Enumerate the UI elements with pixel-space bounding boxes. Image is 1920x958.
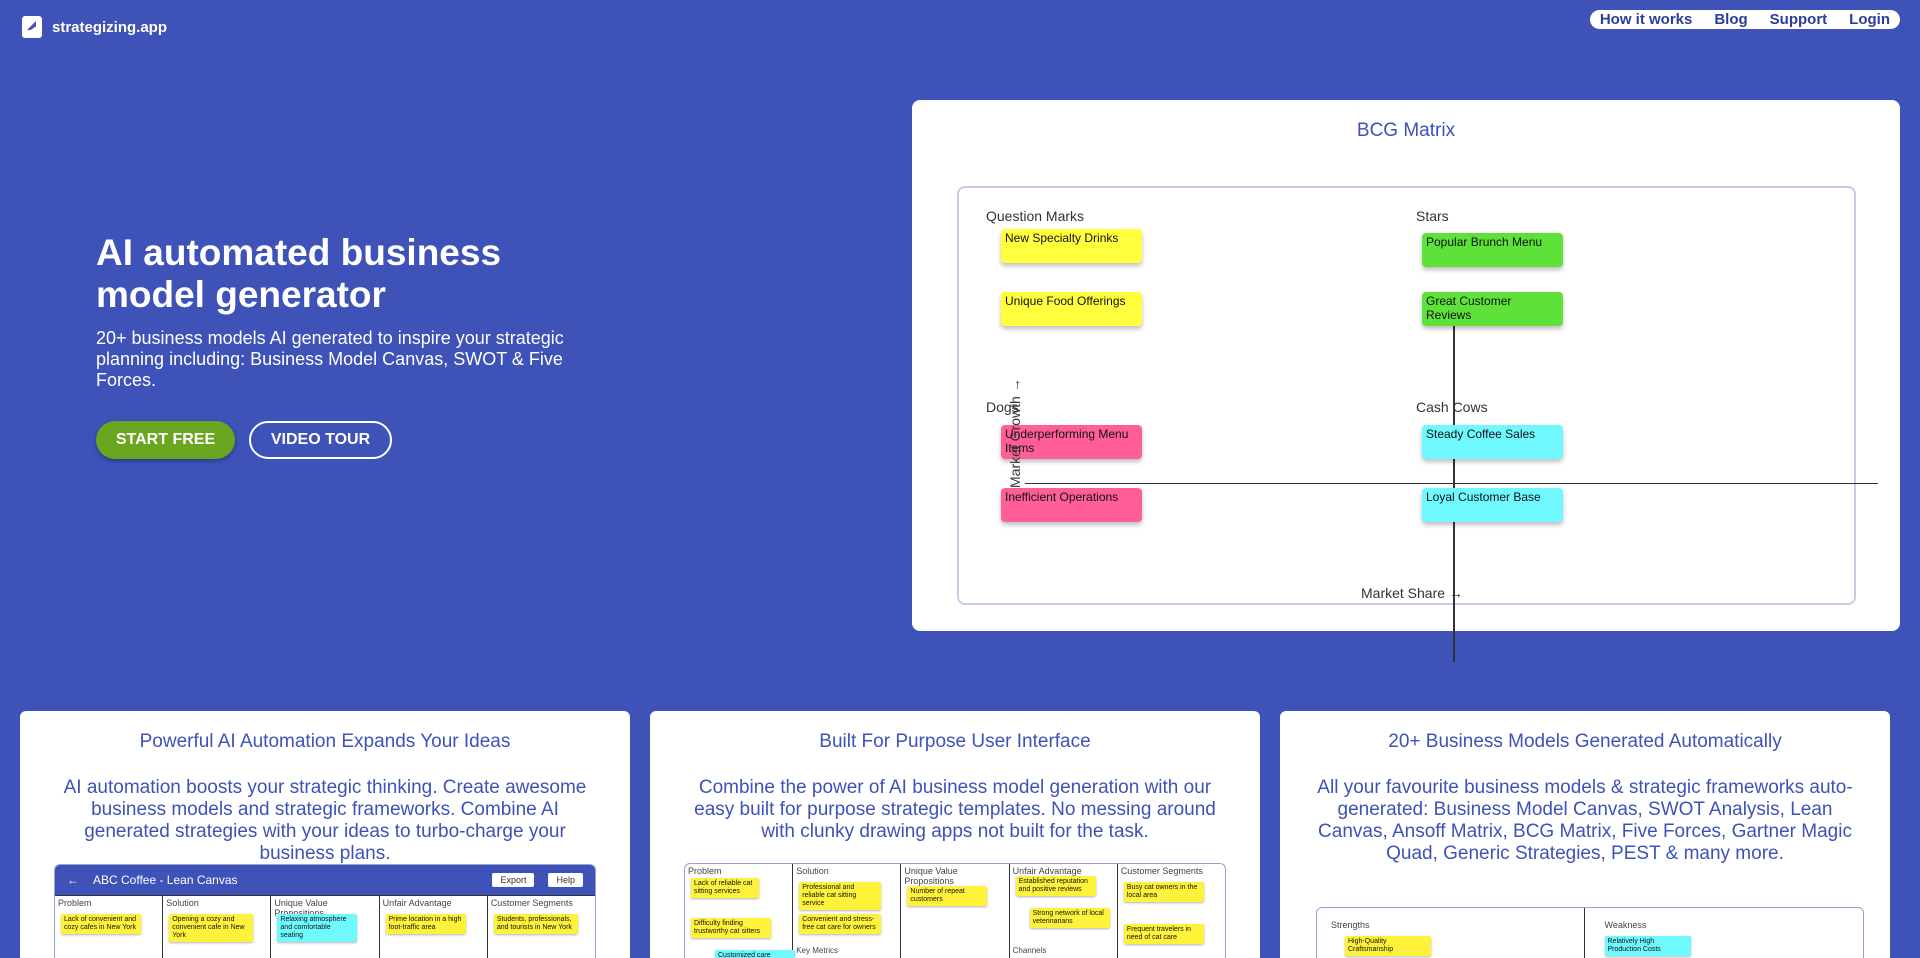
preview-column: Weakness Relatively High Production Cost… xyxy=(1585,908,1864,958)
sticky-note[interactable]: Loyal Customer Base xyxy=(1422,488,1563,522)
feature-text: AI automation boosts your strategic thin… xyxy=(63,777,587,864)
sticky-note[interactable]: Popular Brunch Menu xyxy=(1422,233,1563,267)
quadrant-label-stars: Stars xyxy=(1416,208,1449,224)
help-button: Help xyxy=(548,873,583,887)
brand-name: strategizing.app xyxy=(52,18,168,36)
sticky-note[interactable]: Steady Coffee Sales xyxy=(1422,425,1563,459)
mini-note: Established reputation and positive revi… xyxy=(1015,876,1096,896)
preview-column: Unfair Advantage Established reputation … xyxy=(1010,864,1118,958)
feature-text: All your favourite business models & str… xyxy=(1317,777,1853,864)
mini-note: Prime location in a high foot-traffic ar… xyxy=(385,914,466,934)
hero-subtitle: 20+ business models AI generated to insp… xyxy=(96,328,564,390)
preview-column: Strengths High-Quality Craftsmanship xyxy=(1317,908,1585,958)
hero-actions: START FREE VIDEO TOUR xyxy=(96,421,616,459)
feature-title: Powerful AI Automation Expands Your Idea… xyxy=(139,731,511,752)
bcg-title: BCG Matrix xyxy=(1356,120,1456,141)
y-axis-label: Market Growth → xyxy=(1007,378,1023,488)
nav-support[interactable]: Support xyxy=(1769,11,1828,28)
feature-card-ai-automation: Powerful AI Automation Expands Your Idea… xyxy=(20,711,630,958)
quadrant-label-question-marks: Question Marks xyxy=(986,208,1085,224)
nav-login[interactable]: Login xyxy=(1849,11,1890,28)
mini-note: Number of repeat customers xyxy=(907,886,988,906)
top-nav: How it works Blog Support Login xyxy=(1589,10,1900,29)
preview-toolbar: ← ABC Coffee - Lean Canvas Export Help xyxy=(55,865,595,895)
preview-columns: Strengths High-Quality Craftsmanship Wea… xyxy=(1317,908,1863,958)
preview-column: Problem Lack of reliable cat sitting ser… xyxy=(685,864,795,958)
hero: AI automated business model generator 20… xyxy=(96,232,616,459)
preview-column: Unique Value Propositions Number of repe… xyxy=(901,864,1010,958)
back-arrow-icon: ← xyxy=(67,873,79,887)
cat-sitting-canvas-preview: Problem Lack of reliable cat sitting ser… xyxy=(684,863,1226,958)
lean-canvas-preview: ← ABC Coffee - Lean Canvas Export Help P… xyxy=(54,864,596,958)
mini-note: Strong network of local veterinarians xyxy=(1029,908,1110,928)
mini-note: Lack of convenient and cozy cafes in New… xyxy=(61,914,141,934)
sticky-note[interactable]: Unique Food Offerings xyxy=(1001,292,1142,326)
mini-note: Customized care xyxy=(715,950,795,958)
bcg-matrix-card: BCG Matrix Question Marks Stars Dogs Cas… xyxy=(912,100,1900,662)
feature-text: Combine the power of AI business model g… xyxy=(694,777,1216,842)
preview-columns: Problem Lack of reliable cat sitting ser… xyxy=(685,864,1225,958)
nav-how-it-works[interactable]: How it works xyxy=(1599,11,1693,28)
quadrant-label-dogs: Dogs xyxy=(986,399,1019,415)
brand[interactable]: strategizing.app xyxy=(22,16,167,38)
mini-note: Convenient and stress-free cat care for … xyxy=(799,914,882,934)
preview-column: Solution Professional and reliable cat s… xyxy=(793,864,902,958)
mini-note: Frequent travelers in need of cat care xyxy=(1123,924,1204,944)
preview-title: ABC Coffee - Lean Canvas xyxy=(93,873,238,887)
sticky-note[interactable]: New Specialty Drinks xyxy=(1001,229,1142,263)
feature-title: 20+ Business Models Generated Automatica… xyxy=(1388,731,1782,752)
sub-label-key-metrics: Key Metrics xyxy=(796,946,838,955)
mini-note: Difficulty finding trustworthy cat sitte… xyxy=(691,918,771,938)
video-tour-button[interactable]: VIDEO TOUR xyxy=(249,421,392,459)
mini-note: Lack of reliable cat sitting services xyxy=(691,878,759,898)
mini-note: Relatively High Production Costs xyxy=(1604,936,1691,956)
sticky-note[interactable]: Inefficient Operations xyxy=(1001,488,1142,522)
preview-column: Customer Segments Busy cat owners in the… xyxy=(1118,864,1225,958)
mini-note: High-Quality Craftsmanship xyxy=(1345,936,1431,956)
swot-preview: Strengths High-Quality Craftsmanship Wea… xyxy=(1316,907,1864,958)
hero-title: AI automated business model generator xyxy=(96,232,502,315)
start-free-button[interactable]: START FREE xyxy=(96,421,235,459)
bcg-frame: Question Marks Stars Dogs Cash Cows New … xyxy=(957,186,1878,662)
mini-note: Opening a cozy and convenient cafe in Ne… xyxy=(169,914,254,942)
mini-note: Students, professionals, and tourists in… xyxy=(493,914,578,934)
mini-note: Relaxing atmosphere and comfortable seat… xyxy=(277,914,358,942)
mini-note: Professional and reliable cat sitting se… xyxy=(799,882,882,910)
feature-title: Built For Purpose User Interface xyxy=(819,731,1091,752)
brand-logo-icon xyxy=(22,16,42,38)
vertical-divider xyxy=(1453,296,1455,662)
x-axis-label: Market Share → xyxy=(1361,585,1463,601)
mini-note: Busy cat owners in the local area xyxy=(1123,882,1204,902)
export-button: Export xyxy=(492,873,535,887)
quadrant-label-cash-cows: Cash Cows xyxy=(1416,399,1488,415)
feature-card-business-models: 20+ Business Models Generated Automatica… xyxy=(1280,711,1890,958)
nav-blog[interactable]: Blog xyxy=(1714,11,1748,28)
sub-label-channels: Channels xyxy=(1012,946,1047,955)
feature-card-user-interface: Built For Purpose User Interface Combine… xyxy=(650,711,1260,958)
horizontal-divider xyxy=(1025,483,1878,484)
sticky-note[interactable]: Great Customer Reviews xyxy=(1422,292,1563,326)
sticky-note[interactable]: Underperforming Menu Items xyxy=(1001,425,1142,459)
